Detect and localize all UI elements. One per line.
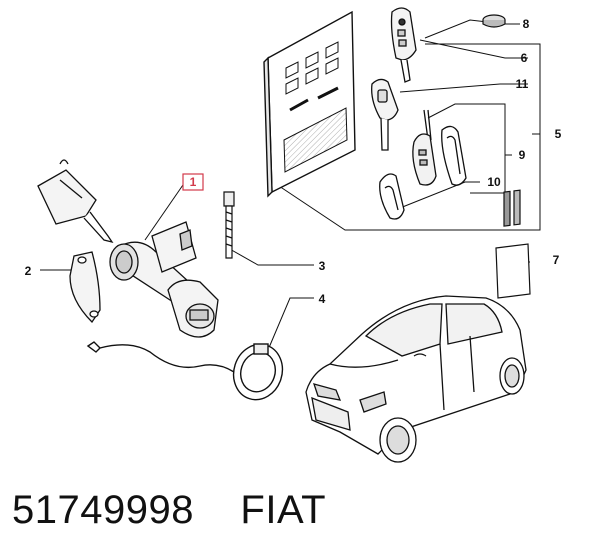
immobilizer-antenna (86, 341, 284, 401)
code-label-sticker (495, 189, 531, 299)
battery-cell (482, 14, 506, 28)
flip-key (390, 7, 417, 83)
shear-bolt (223, 191, 235, 259)
callout-1-box (182, 173, 204, 191)
part-number: 51749998 (12, 488, 194, 532)
part-caption: 51749998 FIAT (12, 488, 326, 533)
callout-4: 4 (319, 292, 326, 306)
callout-6: 6 (521, 51, 528, 65)
callout-5: 5 (555, 127, 562, 141)
callout-9: 9 (519, 148, 526, 162)
car-illustration (305, 295, 527, 463)
callout-10: 10 (487, 175, 501, 189)
callout-1: 1 (190, 175, 197, 189)
ignition-lock-assembly (109, 221, 219, 338)
brand-name: FIAT (240, 488, 327, 532)
callout-2: 2 (25, 264, 32, 278)
callout-3: 3 (319, 259, 326, 273)
key-blade (371, 78, 399, 151)
key-code-card (263, 10, 356, 198)
half-shell-bracket (69, 251, 101, 324)
callout-8: 8 (523, 17, 530, 31)
key-shell-set (379, 109, 467, 220)
callout-labels: 1 2 3 4 5 6 7 8 9 10 11 (25, 17, 562, 306)
callout-7: 7 (553, 253, 560, 267)
remote-key (37, 159, 114, 244)
callout-11: 11 (516, 77, 529, 91)
